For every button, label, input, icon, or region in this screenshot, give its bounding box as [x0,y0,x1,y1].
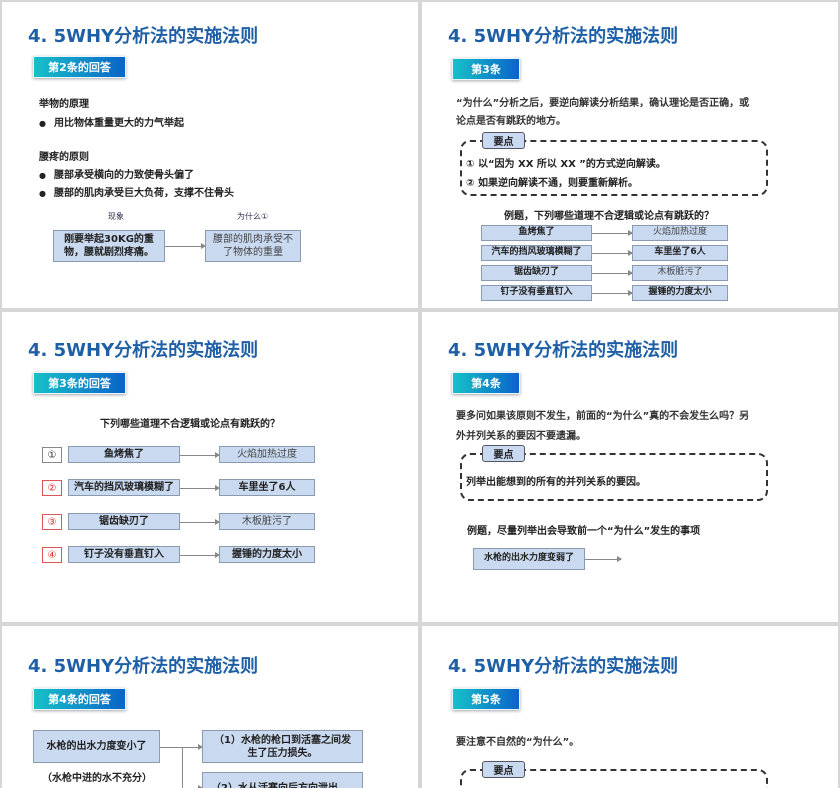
arrow [180,452,220,458]
slide-5[interactable]: 4. 5WHY分析法的实施法则 第4条的回答 水枪的出水力度变小了 （水枪中进的… [2,626,418,788]
key-point: ① 以“因为 XX 所以 XX ”的方式逆向解读。 [466,159,666,170]
row-number: ① [42,447,62,463]
section-badge: 第5条 [452,688,520,710]
slide-title: 4. 5WHY分析法的实施法则 [448,26,679,47]
cause-box: （2）水从活塞向后方向泄出 [202,772,363,788]
cause-box: 钉子没有垂直钉入 [481,285,592,301]
key-points-box [460,140,768,196]
effect-box: 车里坐了6人 [632,245,728,261]
bullet-item: 腰部承受横向的力致使骨头偏了 [39,166,194,181]
heading: 举物的原理 [39,99,89,110]
connector [160,747,182,748]
phenomenon-box: 刚要举起30KG的重物，腰就剧烈疼痛。 [53,230,165,262]
paragraph: 论点是否有跳跃的地方。 [456,116,566,127]
section-badge: 第2条的回答 [33,56,126,78]
bullet-item: 用比物体重量更大的力气举起 [39,114,184,129]
arrow [182,744,203,750]
row-number: ② [42,480,62,496]
arrow [180,552,220,558]
slide-6[interactable]: 4. 5WHY分析法的实施法则 第5条 要注意不自然的“为什么”。 要点 [422,626,838,788]
section-badge: 第3条的回答 [33,372,126,394]
arrow [585,556,622,562]
key-points-tag: 要点 [482,761,525,778]
question: 例题，下列哪些道理不合逻辑或论点有跳跃的？ [504,211,714,222]
cause-box: 水枪的出水力度变弱了 [473,548,585,570]
heading: 腰疼的原则 [39,152,89,163]
cause-box: （1）水枪的枪口到活塞之间发生了压力损失。 [202,730,363,763]
row-number: ③ [42,514,62,530]
arrow [592,290,633,296]
effect-box: 火焰加热过度 [219,446,315,463]
slide-3[interactable]: 4. 5WHY分析法的实施法则 第3条的回答 下列哪些道理不合逻辑或论点有跳跃的… [2,312,418,622]
arrow [180,519,220,525]
section-badge: 第4条 [452,372,520,394]
effect-box: 火焰加热过度 [632,225,728,241]
slide-4[interactable]: 4. 5WHY分析法的实施法则 第4条 要多问如果该原则不发生，前面的“为什么”… [422,312,838,622]
connector [182,747,183,788]
arrow [180,485,220,491]
effect-box: 木板脏污了 [219,513,315,530]
slide-title: 4. 5WHY分析法的实施法则 [28,340,259,361]
slide-title: 4. 5WHY分析法的实施法则 [448,340,679,361]
arrow [165,243,206,249]
slide-1[interactable]: 4. 5WHY分析法的实施法则 第2条的回答 举物的原理 用比物体重量更大的力气… [2,2,418,308]
problem-box: 水枪的出水力度变小了 [33,730,160,763]
arrow [592,230,633,236]
cause-box: 鱼烤焦了 [68,446,180,463]
paragraph: 要多问如果该原则不发生，前面的“为什么”真的不会发生么吗？另 [456,411,750,422]
cause-box: 钉子没有垂直钉入 [68,546,180,563]
key-point: ② 如果逆向解读不通，则要重新解析。 [466,178,638,189]
effect-box: 车里坐了6人 [219,479,315,496]
cause-box: 汽车的挡风玻璃模糊了 [481,245,592,261]
slide-title: 4. 5WHY分析法的实施法则 [28,656,259,677]
slide-title: 4. 5WHY分析法的实施法则 [28,26,259,47]
cause-box: 汽车的挡风玻璃模糊了 [68,479,180,496]
cause-box: 锯齿缺刃了 [68,513,180,530]
arrow [592,250,633,256]
section-badge: 第3条 [452,58,520,80]
arrow [592,270,633,276]
why-box: 腰部的肌肉承受不了物体的重量 [205,230,301,262]
slide-title: 4. 5WHY分析法的实施法则 [448,656,679,677]
effect-box: 握锤的力度太小 [219,546,315,563]
column-label: 现象 [108,212,124,221]
key-points-box [460,769,768,788]
question: 下列哪些道理不合逻辑或论点有跳跃的？ [100,419,280,430]
slide-2[interactable]: 4. 5WHY分析法的实施法则 第3条 “为什么”分析之后，要逆向解读分析结果，… [422,2,838,308]
key-points-tag: 要点 [482,132,525,149]
effect-box: 握锤的力度太小 [632,285,728,301]
column-label: 为什么① [237,212,269,221]
key-points-box [460,453,768,501]
row-number: ④ [42,547,62,563]
sub-note: （水枪中进的水不充分） [42,773,152,784]
bullet-item: 腰部的肌肉承受巨大负荷，支撑不住骨头 [39,184,234,199]
paragraph: “为什么”分析之后，要逆向解读分析结果，确认理论是否正确，或 [456,98,750,109]
paragraph: 外并列关系的要因不要遗漏。 [456,431,586,442]
cause-box: 鱼烤焦了 [481,225,592,241]
key-point: 列举出能想到的所有的并列关系的要因。 [466,477,646,488]
paragraph: 要注意不自然的“为什么”。 [456,737,580,748]
key-points-tag: 要点 [482,445,525,462]
example: 例题，尽量列举出会导致前一个“为什么”发生的事项 [467,526,701,537]
section-badge: 第4条的回答 [33,688,126,710]
cause-box: 锯齿缺刃了 [481,265,592,281]
effect-box: 木板脏污了 [632,265,728,281]
